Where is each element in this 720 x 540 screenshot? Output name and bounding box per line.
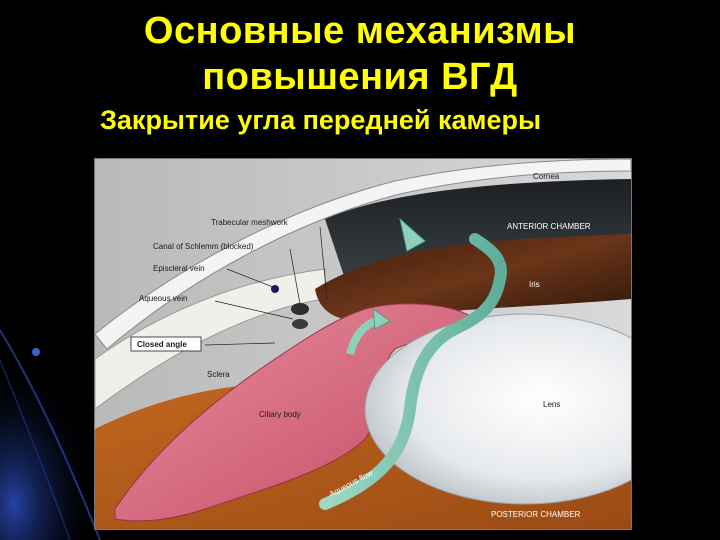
- label-anterior-chamber: ANTERIOR CHAMBER: [507, 222, 591, 231]
- label-cornea: Cornea: [533, 172, 560, 181]
- slide-subtitle: Закрытие угла передней камеры: [100, 105, 542, 135]
- canal-schlemm-shape: [291, 303, 309, 315]
- label-trabecular-meshwork: Trabecular meshwork: [211, 218, 289, 227]
- label-iris: Iris: [529, 280, 540, 289]
- label-canal-of-schlemm: Canal of Schlemm (blocked): [153, 242, 254, 251]
- flow-arrowhead-small: [372, 307, 391, 330]
- flow-arrowhead-top: [399, 217, 426, 252]
- bullet-dot: [32, 348, 40, 356]
- eye-diagram-svg: Cornea ANTERIOR CHAMBER Trabecular meshw…: [95, 159, 631, 529]
- slide-title-line2: повышения ВГД: [202, 56, 518, 98]
- closed-angle-box: [130, 336, 202, 352]
- slide-title: Основные механизмы повышения ВГД: [0, 8, 720, 100]
- label-aqueous-vein: Aqueous vein: [139, 294, 187, 303]
- iris-shape: [315, 234, 631, 321]
- aqueous-vein-shape: [292, 319, 308, 329]
- eye-angle-illustration: Cornea ANTERIOR CHAMBER Trabecular meshw…: [94, 158, 632, 530]
- lens-shape: [364, 313, 631, 505]
- slide-title-line1: Основные механизмы: [143, 10, 577, 52]
- aqueous-flow-path: [319, 233, 507, 510]
- label-ciliary-body: Ciliary body: [259, 410, 301, 419]
- label-closed-angle: Closed angle: [137, 340, 187, 349]
- cornea-band: [95, 159, 631, 350]
- label-episcleral-vein: Episcleral vein: [153, 264, 205, 273]
- episcleral-vein-dot: [271, 285, 279, 293]
- label-lens: Lens: [543, 400, 560, 409]
- leader-lines: [204, 226, 328, 346]
- label-posterior-chamber: POSTERIOR CHAMBER: [491, 510, 581, 519]
- label-sclera: Sclera: [207, 370, 230, 379]
